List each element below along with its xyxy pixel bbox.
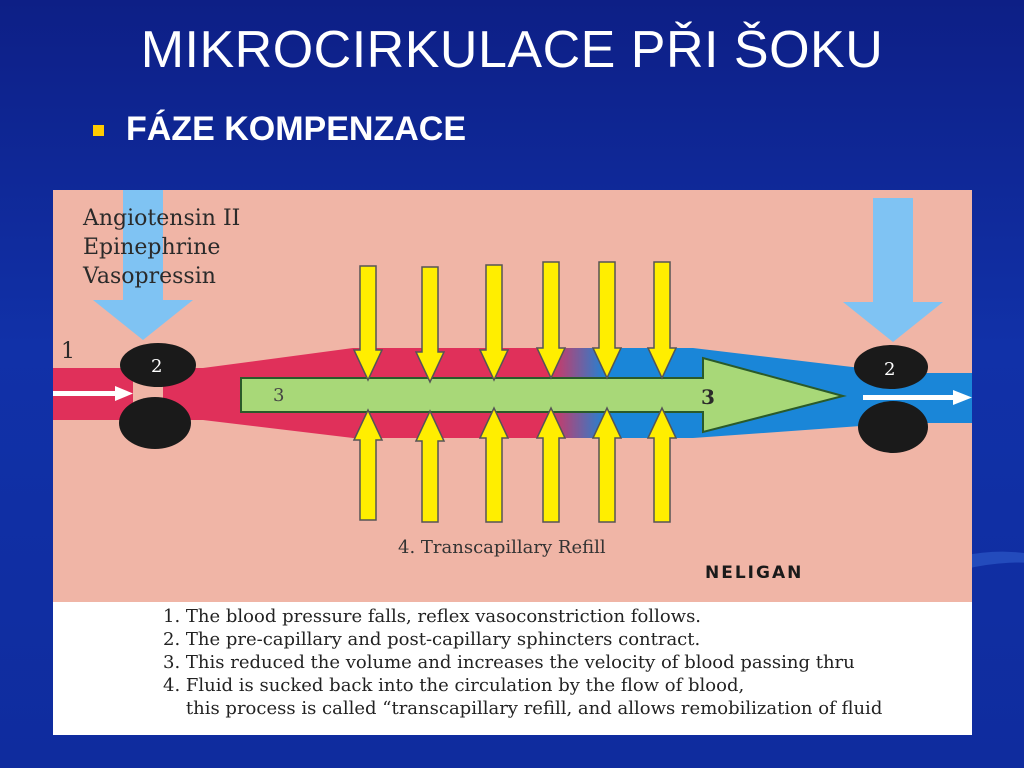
fluid-arrows-bottom: [352, 406, 678, 523]
figure-caption: 1. The blood pressure falls, reflex vaso…: [53, 602, 972, 735]
down-arrow-icon: [478, 264, 510, 382]
fluid-arrows-top: [352, 261, 678, 384]
caption-line-5: this process is called “transcapillary r…: [163, 698, 883, 719]
down-arrow-icon: [591, 261, 623, 380]
down-arrow-icon: [646, 261, 678, 380]
pre-capillary-sphincter-bottom: [119, 397, 191, 449]
down-arrow-icon: [352, 265, 384, 382]
label-2-left: 2: [151, 356, 162, 377]
up-arrow-icon: [591, 406, 623, 523]
outgoing-flow-arrow-head: [953, 390, 972, 405]
label-3-inner: 3: [273, 385, 284, 406]
label-2-right: 2: [884, 359, 895, 380]
post-capillary-sphincter-top: [854, 345, 928, 389]
caption-line-4: 4. Fluid is sucked back into the circula…: [163, 675, 745, 696]
credit-label: NELIGAN: [705, 563, 803, 583]
up-arrow-icon: [478, 406, 510, 523]
pre-capillary-sphincter-top: [120, 343, 196, 387]
caption-line-2: 2. The pre-capillary and post-capillary …: [163, 629, 701, 650]
label-1: 1: [61, 339, 75, 364]
microcirculation-diagram: Angiotensin II Epinephrine Vasopressin 1…: [53, 190, 972, 735]
caption-line-1: 1. The blood pressure falls, reflex vaso…: [163, 606, 702, 627]
incoming-flow-arrow-shaft: [53, 391, 115, 396]
slide-subtitle: FÁZE KOMPENZACE: [126, 110, 466, 148]
down-arrow-icon: [414, 266, 446, 384]
incoming-flow-arrow-head: [115, 386, 133, 401]
hormone-label-epinephrine: Epinephrine: [83, 235, 220, 260]
down-arrow-icon: [843, 198, 943, 342]
outgoing-flow-arrow-shaft: [863, 395, 958, 400]
caption-line-3: 3. This reduced the volume and increases…: [163, 652, 855, 673]
right-arrow-icon: [240, 356, 847, 434]
up-arrow-icon: [352, 408, 384, 521]
hormone-label-angiotensin: Angiotensin II: [82, 206, 240, 231]
diagram-graphic: Angiotensin II Epinephrine Vasopressin 1…: [53, 190, 972, 602]
bullet-square-icon: [93, 125, 104, 136]
down-arrow-icon: [93, 190, 193, 340]
label-3-tip: 3: [701, 385, 715, 409]
down-arrow-icon: [535, 261, 567, 380]
hormone-label-vasopressin: Vasopressin: [82, 264, 216, 289]
post-capillary-sphincter-bottom: [858, 401, 928, 453]
up-arrow-icon: [414, 409, 446, 523]
slide-title: MIKROCIRKULACE PŘI ŠOKU: [140, 21, 884, 79]
up-arrow-icon: [646, 406, 678, 523]
refill-label: 4. Transcapillary Refill: [398, 537, 606, 558]
up-arrow-icon: [535, 406, 567, 523]
